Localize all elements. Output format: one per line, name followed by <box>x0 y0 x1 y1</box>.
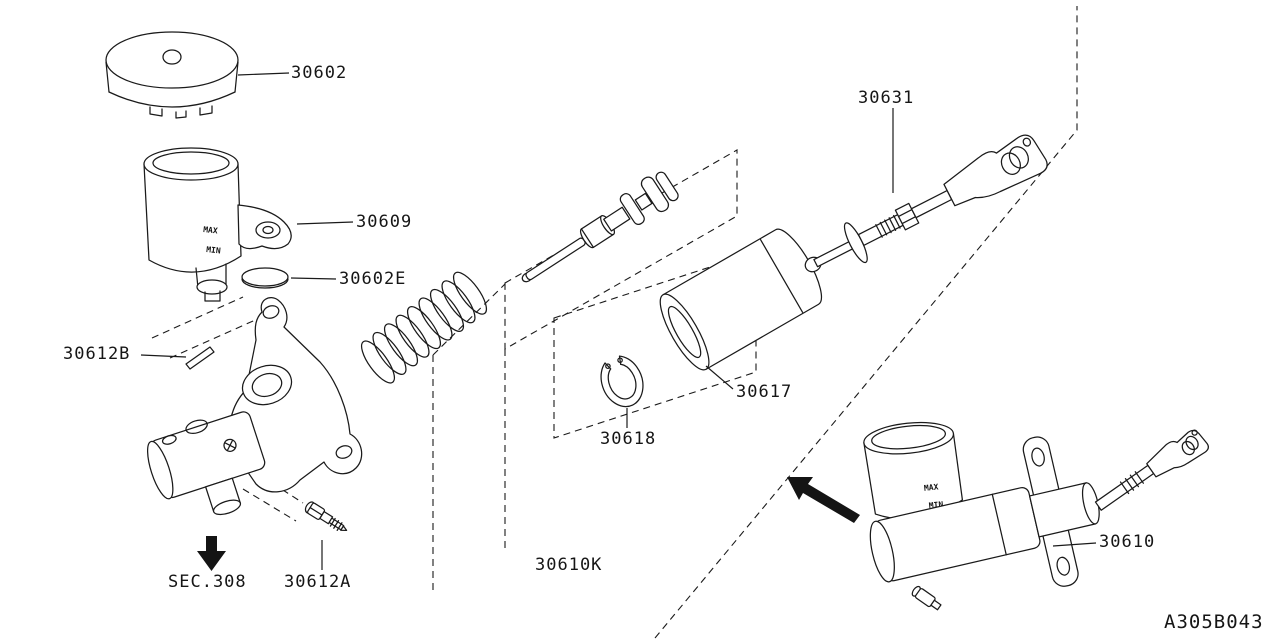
section-arrow <box>197 536 226 571</box>
label-cap-seal: 30602E <box>339 269 407 289</box>
diagram-code: A305B043 <box>1164 611 1264 633</box>
label-section-ref: SEC.308 <box>168 572 247 592</box>
label-repair-kit: 30610K <box>535 555 603 575</box>
label-stopper-pin: 30612B <box>63 344 131 364</box>
drawing-assembly: MAX MIN <box>863 421 1209 611</box>
drawing-stopper-pin <box>185 346 215 370</box>
label-cylinder-sleeve: 30617 <box>736 382 793 402</box>
drawing-cap-seal <box>241 267 289 289</box>
drawing-reservoir-cap <box>105 31 239 119</box>
drawing-snap-ring <box>600 355 644 408</box>
assembly-direction-arrow <box>787 477 860 523</box>
leader-lines <box>140 72 1097 570</box>
reservoir-max-mark: MAX <box>203 225 218 235</box>
assembly-max-mark: MAX <box>924 482 939 492</box>
drawing-return-spring <box>360 271 488 384</box>
drawing-push-rod <box>804 134 1048 273</box>
drawing-bleeder-screw <box>304 501 348 531</box>
drawing-master-cylinder-body <box>146 297 363 516</box>
drawing-cylinder-sleeve <box>659 228 823 371</box>
assembly-min-mark: MIN <box>928 500 943 510</box>
label-reservoir-cap: 30602 <box>291 63 348 83</box>
label-bleeder-screw: 30612A <box>284 572 352 592</box>
label-assembly: 30610 <box>1099 532 1156 552</box>
label-snap-ring: 30618 <box>600 429 657 449</box>
drawing-reservoir-tank: MAX MIN <box>143 147 292 302</box>
drawing-piston-assembly <box>521 171 679 283</box>
label-reservoir-tank: 30609 <box>356 212 413 232</box>
reservoir-min-mark: MIN <box>206 245 221 255</box>
label-push-rod: 30631 <box>858 88 915 108</box>
